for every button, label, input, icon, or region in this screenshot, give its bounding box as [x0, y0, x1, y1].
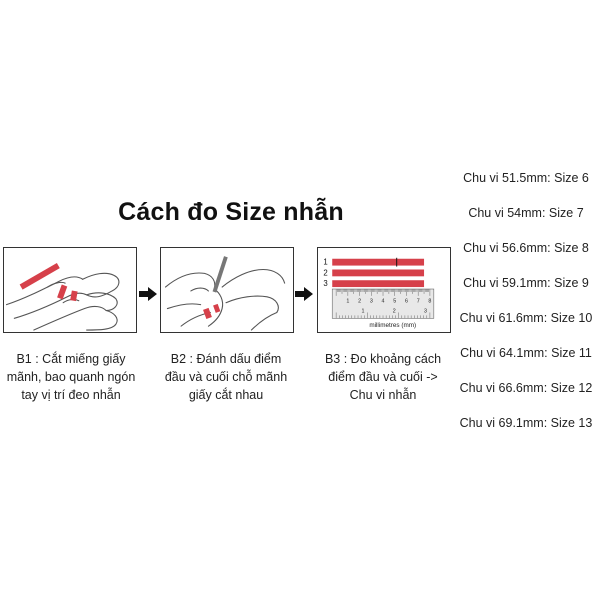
arrow-right-icon: [295, 287, 313, 301]
size-item: Chu vi 66.6mm: Size 12: [459, 381, 593, 395]
caption-line: điểm đầu và cuối ->: [328, 370, 438, 384]
hand-paper-wrap-illustration: [5, 263, 120, 331]
ruler-number: 8: [428, 299, 431, 305]
caption-line: mãnh, bao quanh ngón: [6, 370, 136, 384]
ruler-unit-label: millimetres (mm): [369, 322, 416, 329]
caption-line: B1 : Cắt miếng giấy: [16, 352, 126, 366]
size-item: Chu vi 61.6mm: Size 10: [459, 311, 593, 325]
caption-line: giấy cắt nhau: [188, 388, 264, 402]
size-item: Chu vi 56.6mm: Size 8: [463, 241, 589, 255]
size-chart: Chu vi 51.5mm: Size 6 Chu vi 54mm: Size …: [452, 164, 600, 444]
size-item: Chu vi 54mm: Size 7: [468, 206, 584, 220]
caption-line: Chu vi nhẫn: [349, 388, 417, 402]
strip-label: 2: [323, 268, 327, 277]
ruler-number: 1: [362, 308, 365, 314]
caption-line: B3 : Đo khoảng cách: [324, 352, 442, 366]
paper-strip: [332, 269, 425, 277]
paper-strip: [332, 258, 425, 266]
size-item: Chu vi 69.1mm: Size 13: [459, 416, 593, 430]
step1-illustration: [3, 247, 137, 333]
hand-mark-pen-illustration: [164, 256, 286, 331]
caption-line: B2 : Đánh dấu điểm: [170, 352, 282, 366]
strip-label: 3: [323, 279, 327, 288]
caption-line: đầu và cuối chỗ mãnh: [164, 370, 288, 384]
step1-caption: B1 : Cắt miếng giấy mãnh, bao quanh ngón…: [1, 350, 141, 404]
ruler-number: 6: [405, 299, 408, 305]
strip-label: 1: [323, 258, 327, 267]
size-item: Chu vi 59.1mm: Size 9: [463, 276, 589, 290]
step2-caption: B2 : Đánh dấu điểm đầu và cuối chỗ mãnh …: [156, 350, 296, 404]
ruler-number: 2: [358, 299, 361, 305]
caption-line: tay vị trí đeo nhẫn: [21, 388, 121, 402]
ruler-number: 4: [382, 299, 385, 305]
page-title: Cách đo Size nhẫn: [118, 198, 344, 226]
size-item: Chu vi 51.5mm: Size 6: [463, 171, 589, 185]
step2-illustration: [160, 247, 294, 333]
size-item: Chu vi 64.1mm: Size 11: [460, 346, 592, 360]
paper-strip: [332, 280, 425, 288]
ruler-number: 3: [424, 308, 427, 314]
ruler-number: 3: [370, 299, 373, 305]
ruler-number: 1: [346, 299, 349, 305]
arrow-right-icon: [139, 287, 157, 301]
step3-caption: B3 : Đo khoảng cách điểm đầu và cuối -> …: [313, 350, 453, 404]
ruler-number: 5: [393, 299, 396, 305]
ruler-number: 7: [417, 299, 420, 305]
ruler-number: 2: [393, 308, 396, 314]
